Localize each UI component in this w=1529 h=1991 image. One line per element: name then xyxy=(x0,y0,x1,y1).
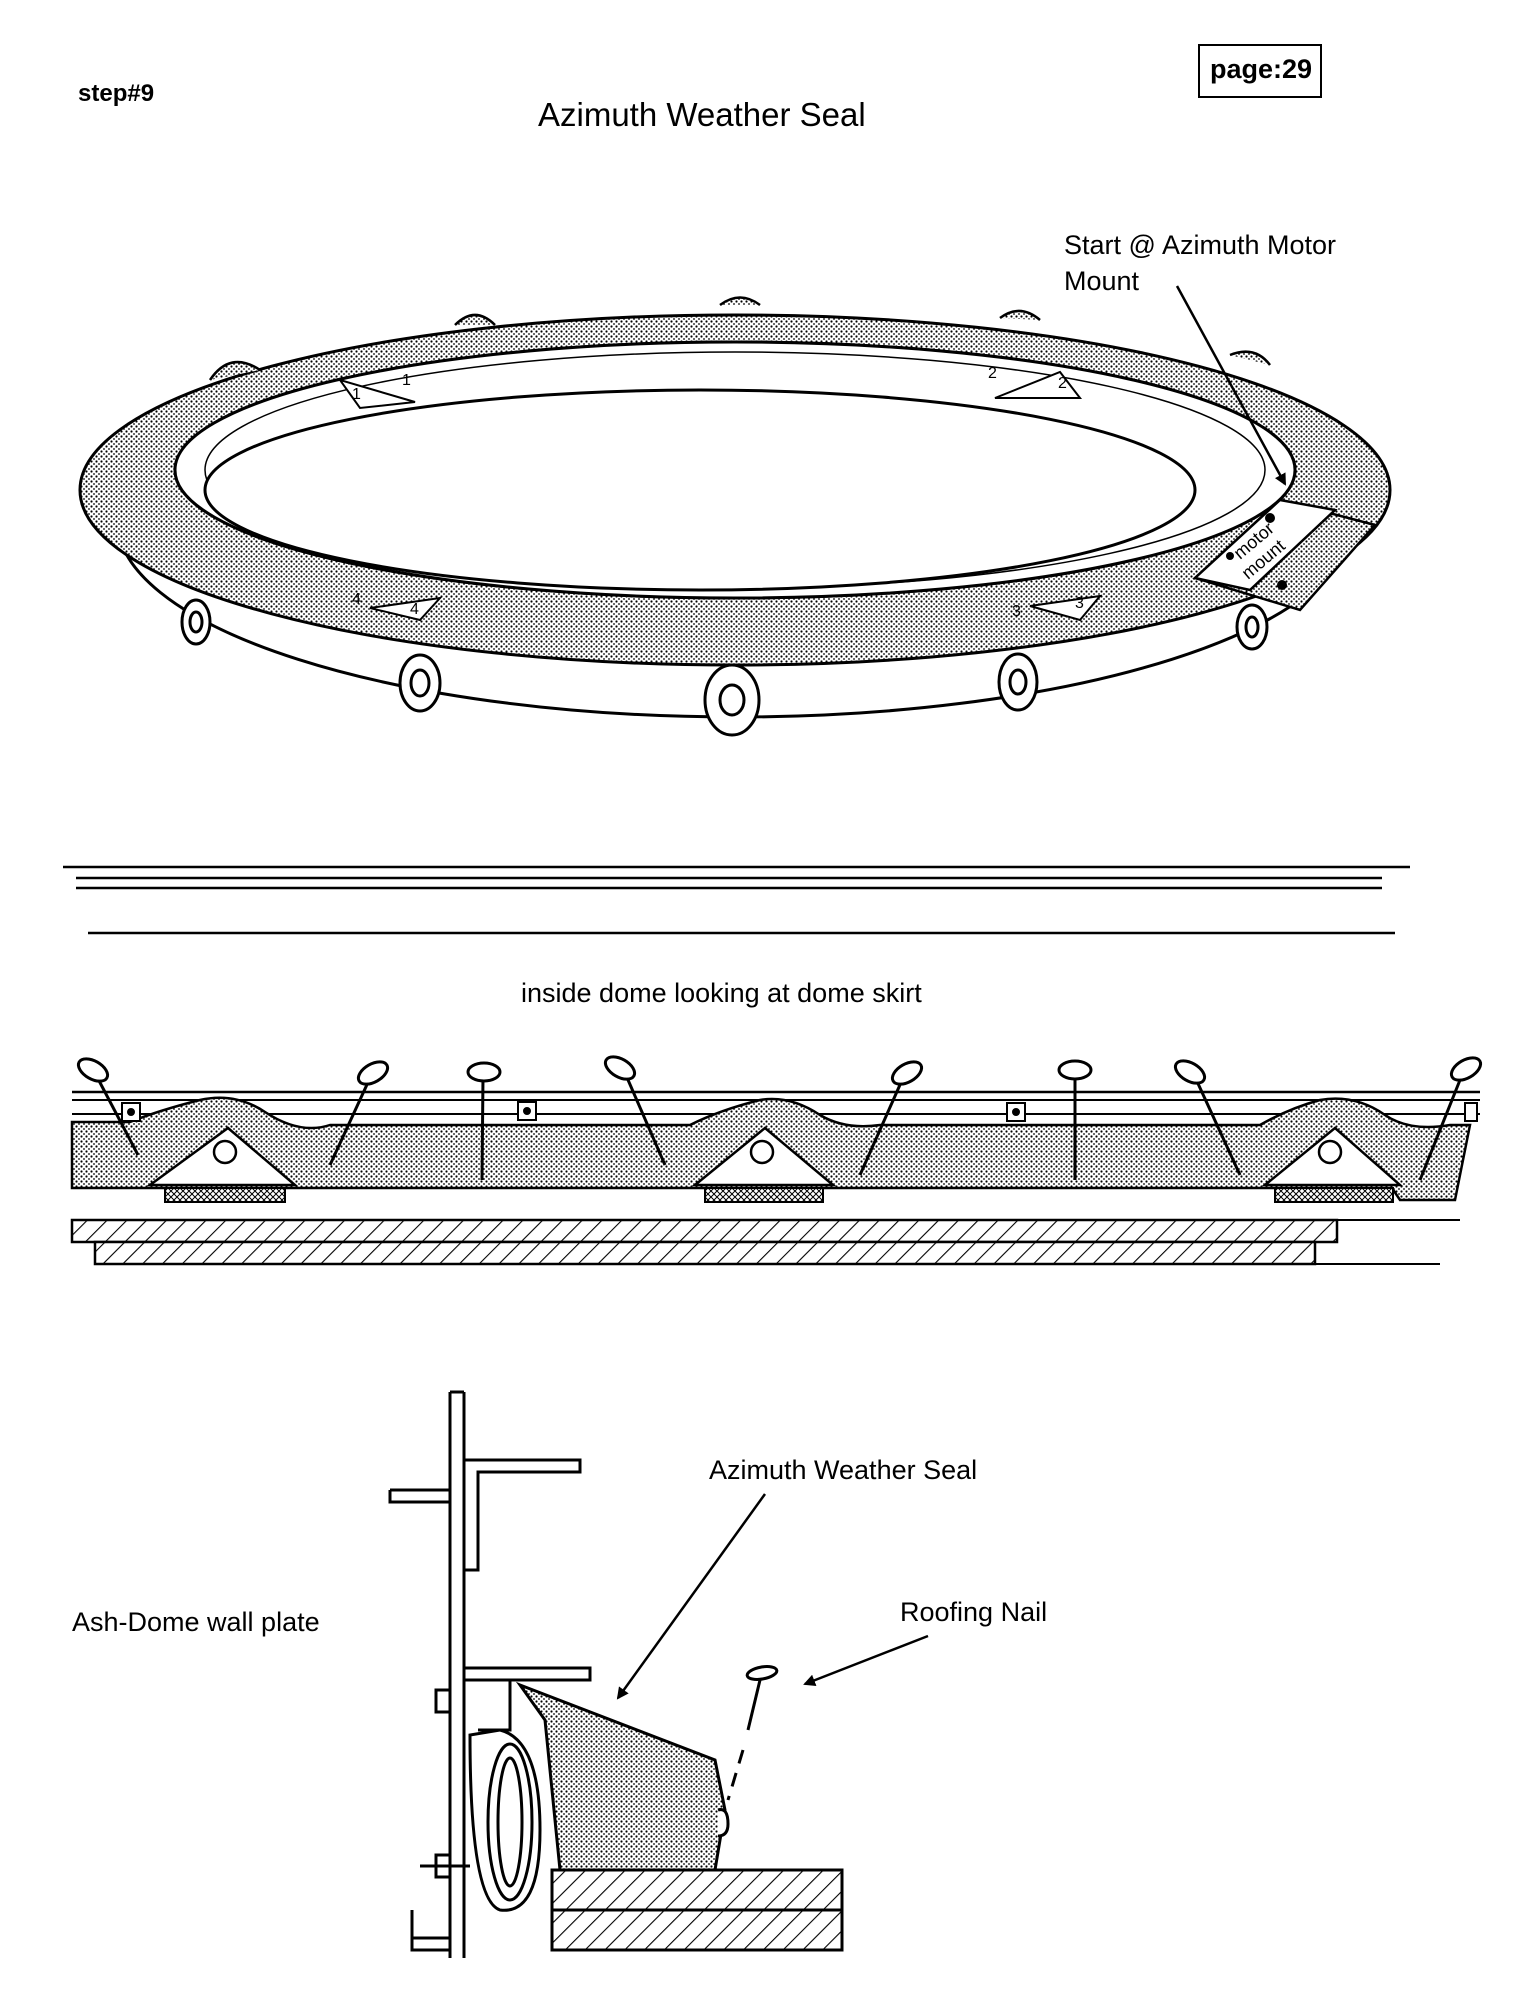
nail-label: Roofing Nail xyxy=(900,1597,1048,1627)
step-number: step#9 xyxy=(78,80,155,107)
seal-label: Azimuth Weather Seal xyxy=(709,1455,978,1485)
marker-label: 4 xyxy=(410,601,419,618)
separator-lines xyxy=(63,865,1410,935)
page-number-box xyxy=(1198,44,1322,98)
page-number: page:29 xyxy=(1210,54,1313,84)
nail-arrow xyxy=(803,1634,929,1686)
start-label-line1: Start @ Azimuth Motor xyxy=(1064,230,1336,260)
marker-label: 1 xyxy=(352,386,361,403)
page-title: Azimuth Weather Seal xyxy=(538,96,866,133)
middle-caption: inside dome looking at dome skirt xyxy=(521,978,922,1008)
wheel-icon xyxy=(180,598,1269,737)
marker-label: 3 xyxy=(1012,603,1021,620)
start-label-line2: Mount xyxy=(1064,266,1140,296)
marker-label: 2 xyxy=(988,365,997,382)
motor-mount: motor mount xyxy=(1192,498,1378,612)
ring-top-view: 1 1 2 2 3 3 4 4 motor mount xyxy=(78,285,1392,737)
marker-label: 2 xyxy=(1058,375,1067,392)
dome-skirt-view xyxy=(70,1055,1483,1266)
seal-arrow xyxy=(616,1493,767,1700)
cross-section-view xyxy=(388,1390,844,1958)
marker-label: 1 xyxy=(402,372,411,389)
wall-plate-label: Ash-Dome wall plate xyxy=(72,1607,320,1637)
marker-label: 3 xyxy=(1075,595,1084,612)
marker-label: 4 xyxy=(352,591,361,608)
start-arrow xyxy=(1175,285,1287,486)
